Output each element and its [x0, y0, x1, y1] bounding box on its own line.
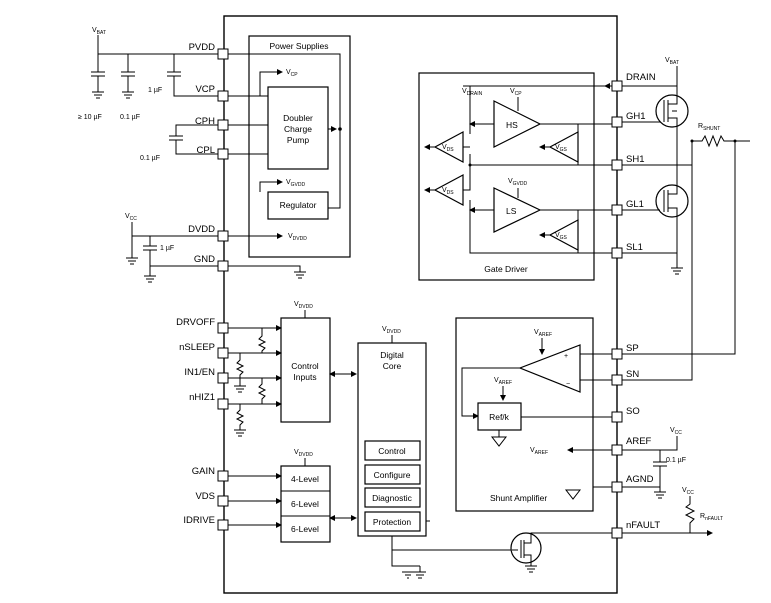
right-pin-labels: DRAIN GH1 SH1 GL1 SL1 SP SN SO AREF AGND…	[626, 72, 660, 531]
control-inputs-label-2: Inputs	[293, 372, 316, 382]
digital-core-label-1: Digital	[380, 350, 404, 360]
pin-drain: DRAIN	[626, 72, 656, 83]
gate-driver-title: Gate Driver	[484, 264, 528, 274]
level6a-label: 6-Level	[291, 499, 319, 509]
protection-box-label: Protection	[373, 517, 412, 527]
svg-text:VGS: VGS	[555, 232, 568, 241]
svg-text:VBAT: VBAT	[92, 27, 106, 36]
pin-so: SO	[626, 406, 640, 417]
digital-core-label-2: Core	[383, 361, 402, 371]
chip-outline	[223, 15, 618, 594]
svg-text:VGVDD: VGVDD	[286, 179, 306, 188]
power-supplies-title: Power Supplies	[269, 41, 328, 51]
doubler-charge-pump-block	[267, 86, 329, 170]
pin-aref: AREF	[626, 436, 652, 447]
svg-text:VDVDD: VDVDD	[294, 449, 313, 458]
pin-idrive: IDRIVE	[183, 515, 215, 526]
pin-nsleep: nSLEEP	[179, 342, 215, 353]
doubler-label-2: Charge	[284, 124, 312, 134]
pin-sn: SN	[626, 369, 639, 380]
control-box-label: Control	[378, 446, 406, 456]
pin-cph: CPH	[195, 116, 215, 127]
shunt-amplifier-block	[455, 317, 594, 512]
pin-gh1: GH1	[626, 111, 646, 122]
hs-label: HS	[506, 120, 518, 130]
diagnostic-box	[364, 487, 421, 508]
left-pin-labels: PVDD VCP CPH CPL DVDD GND DRVOFF nSLEEP …	[176, 42, 215, 526]
svg-text:+: +	[564, 353, 568, 360]
left-pins	[217, 48, 229, 531]
svg-text:VCC: VCC	[125, 213, 137, 222]
pin-drvoff: DRVOFF	[176, 317, 215, 328]
svg-text:VDVDD: VDVDD	[382, 326, 401, 335]
shunt-amplifier-title: Shunt Amplifier	[490, 493, 547, 503]
svg-text:RSHUNT: RSHUNT	[698, 123, 720, 132]
svg-text:VDVDD: VDVDD	[288, 233, 307, 242]
doubler-label-1: Doubler	[283, 113, 313, 123]
configure-box-label: Configure	[374, 470, 411, 480]
svg-text:VAREF: VAREF	[494, 377, 512, 386]
refk-label: Ref/k	[489, 412, 510, 422]
diagnostic-box-label: Diagnostic	[372, 493, 412, 503]
configure-box	[364, 464, 421, 485]
svg-text:VCP: VCP	[286, 69, 298, 78]
pin-dvdd: DVDD	[188, 224, 215, 235]
svg-text:VDS: VDS	[442, 144, 454, 153]
level4-box	[280, 465, 331, 543]
cap-1uf-dvdd-label: 1 µF	[160, 245, 174, 252]
pin-nhiz1: nHIZ1	[189, 392, 215, 403]
gate-driver-block	[418, 72, 595, 281]
svg-text:VDVDD: VDVDD	[294, 301, 313, 310]
svg-text:RnFAULT: RnFAULT	[700, 513, 723, 522]
control-inputs-label-1: Control	[291, 361, 319, 371]
pin-sh1: SH1	[626, 154, 644, 165]
svg-text:VCC: VCC	[682, 487, 694, 496]
svg-text:VCP: VCP	[510, 88, 522, 97]
svg-text:−: −	[566, 381, 570, 388]
svg-text:VAREF: VAREF	[530, 447, 548, 456]
protection-box	[364, 511, 421, 532]
pin-gain: GAIN	[192, 466, 215, 477]
pin-agnd: AGND	[626, 474, 654, 485]
level4-label: 4-Level	[291, 474, 319, 484]
svg-text:VAREF: VAREF	[534, 329, 552, 338]
cap-1uf-vcp-label: 1 µF	[148, 87, 162, 94]
svg-text:VGVDD: VGVDD	[508, 178, 528, 187]
cap-01uf-label: 0.1 µF	[120, 114, 140, 121]
shunt-amp-triangle	[518, 344, 581, 393]
svg-text:VDS: VDS	[442, 187, 454, 196]
pin-pvdd: PVDD	[189, 42, 216, 53]
pin-vds: VDS	[195, 491, 215, 502]
pin-vcp: VCP	[195, 84, 215, 95]
pin-in1en: IN1/EN	[184, 367, 215, 378]
doubler-label-3: Pump	[287, 135, 309, 145]
regulator-label: Regulator	[280, 200, 317, 210]
ls-label: LS	[506, 206, 517, 216]
pin-cpl: CPL	[197, 145, 215, 156]
pin-sl1: SL1	[626, 242, 643, 253]
svg-text:VGS: VGS	[555, 144, 568, 153]
pin-sp: SP	[626, 343, 639, 354]
pin-gl1: GL1	[626, 199, 644, 210]
control-box	[364, 440, 421, 461]
cap-01uf-aref-label: 0.1 µF	[666, 457, 686, 464]
pin-gnd: GND	[194, 254, 215, 265]
cap-10uf-label: ≥ 10 µF	[78, 114, 102, 121]
pin-nfault: nFAULT	[626, 520, 660, 531]
level6b-label: 6-Level	[291, 524, 319, 534]
cap-01uf-cp-label: 0.1 µF	[140, 155, 160, 162]
svg-text:VBAT: VBAT	[665, 57, 679, 66]
regulator-block	[267, 191, 329, 220]
svg-text:VDRAIN: VDRAIN	[462, 88, 483, 97]
svg-text:VCC: VCC	[670, 427, 682, 436]
